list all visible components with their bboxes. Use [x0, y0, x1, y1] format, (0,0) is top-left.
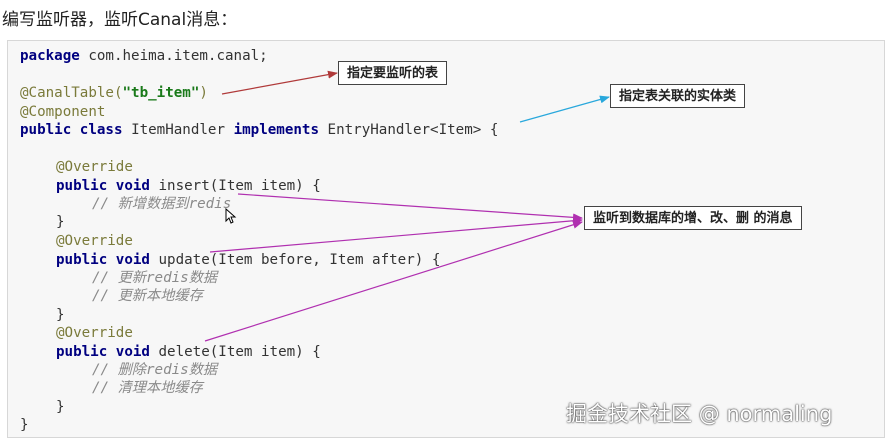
page-heading: 编写监听器，监听Canal消息： [2, 10, 238, 30]
code-line-update-sig: public void update(Item before, Item aft… [56, 250, 440, 270]
code-comment: // 更新redis数据 [92, 270, 218, 286]
code-line-brace: } [56, 397, 65, 417]
arrow-insert [237, 193, 583, 222]
keyword: void [115, 344, 150, 360]
method-signature: update(Item before, Item after) { [158, 252, 441, 268]
code-line-brace: } [56, 305, 65, 325]
code-comment: // 删除redis数据 [92, 362, 218, 378]
annotation: @Component [20, 104, 106, 120]
arrow-update [209, 216, 583, 253]
code-line-insert-comment: // 新增数据到redis [92, 194, 231, 214]
annotation: ) [199, 85, 208, 101]
arrow-table [221, 70, 338, 95]
callout-events: 监听到数据库的增、改、删 的消息 [584, 206, 802, 230]
code-line-update-comment-2: // 更新本地缓存 [92, 286, 203, 306]
watermark: 掘金技术社区 @ normaling [566, 402, 833, 426]
annotation: @Override [56, 325, 133, 341]
method-signature: delete(Item item) { [158, 344, 321, 360]
keyword: public [20, 122, 72, 138]
code-line-override: @Override [56, 231, 133, 251]
callout-entity: 指定表关联的实体类 [610, 84, 746, 108]
code-line-override: @Override [56, 157, 133, 177]
mouse-cursor-icon [225, 208, 237, 224]
brace: } [56, 307, 65, 323]
keyword: void [115, 178, 150, 194]
brace: } [20, 417, 29, 433]
code-comment: // 新增数据到redis [92, 196, 232, 212]
keyword: implements [233, 122, 319, 138]
code-comment: // 更新本地缓存 [92, 288, 203, 304]
arrow-entity [519, 95, 610, 123]
annotation: @CanalTable( [20, 85, 123, 101]
code-line-component: @Component [20, 102, 105, 122]
code-line-class-decl: public class ItemHandler implements Entr… [20, 120, 498, 140]
code-line-delete-comment-1: // 删除redis数据 [92, 360, 217, 380]
package-name: com.heima.item.canal; [79, 48, 268, 64]
code-line-delete-sig: public void delete(Item item) { [56, 342, 321, 362]
keyword: public [56, 178, 108, 194]
code-line-canal-table: @CanalTable("tb_item") [20, 83, 208, 103]
annotation: @Override [56, 159, 133, 175]
code-line-update-comment-1: // 更新redis数据 [92, 268, 217, 288]
class-name: ItemHandler [131, 122, 226, 138]
code-comment: // 清理本地缓存 [92, 380, 203, 396]
callout-table: 指定要监听的表 [338, 61, 448, 85]
keyword: package [20, 48, 80, 64]
string-literal: "tb_item" [122, 85, 200, 101]
code-line-override: @Override [56, 323, 133, 343]
brace: } [56, 214, 65, 230]
code-line-final-brace: } [20, 415, 29, 435]
arrow-delete [204, 220, 583, 342]
code-line-package: package com.heima.item.canal; [20, 46, 268, 66]
annotation: @Override [56, 233, 133, 249]
interface-name: EntryHandler<Item> { [327, 122, 499, 138]
code-line-insert-sig: public void insert(Item item) { [56, 176, 321, 196]
keyword: void [115, 252, 150, 268]
code-line-brace: } [56, 212, 65, 232]
keyword: public [56, 344, 108, 360]
method-signature: insert(Item item) { [158, 178, 321, 194]
brace: } [56, 399, 65, 415]
code-line-delete-comment-2: // 清理本地缓存 [92, 378, 203, 398]
keyword: class [79, 122, 123, 138]
keyword: public [56, 252, 108, 268]
